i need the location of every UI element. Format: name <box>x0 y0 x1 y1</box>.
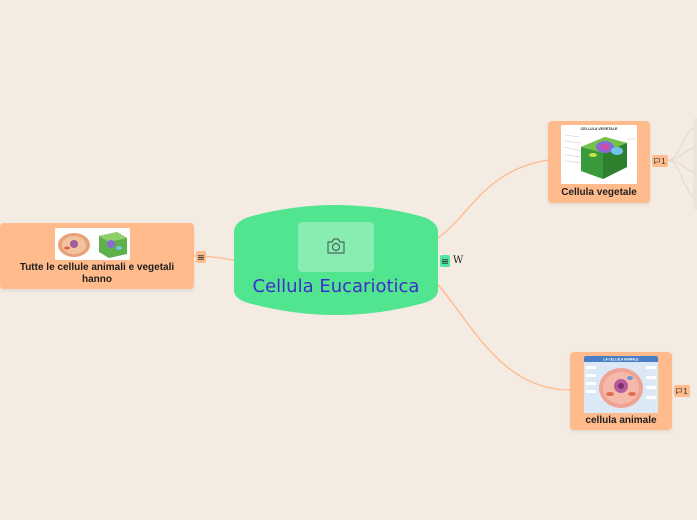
node-cellula-animale[interactable]: LA CELLULA ANIMALE cellula animale <box>570 352 672 430</box>
plant-cell-illustration: CELLULA VEGETALE <box>561 125 637 184</box>
notes-icon <box>442 258 448 264</box>
vegetale-comment-badge[interactable]: 1 <box>652 155 668 167</box>
comment-count: 1 <box>661 156 666 166</box>
camera-icon <box>327 238 345 254</box>
tutte-notes-badge[interactable] <box>196 251 206 263</box>
link-vegetale-offscreen-3 <box>667 159 697 175</box>
link-vegetale-offscreen-1 <box>667 125 697 161</box>
cells-comparison-image <box>55 228 130 260</box>
node-label: Cellula vegetale <box>561 187 637 198</box>
root-title: Cellula Eucariotica <box>252 276 420 297</box>
comment-count: 1 <box>683 386 688 396</box>
root-image-placeholder[interactable] <box>298 222 374 272</box>
link-vegetale-offscreen-4 <box>667 159 697 201</box>
plant-cell-caption: CELLULA VEGETALE <box>581 127 618 131</box>
notes-icon <box>198 254 204 260</box>
root-node[interactable]: Cellula Eucariotica <box>234 202 438 318</box>
wikipedia-icon[interactable]: W <box>453 255 464 266</box>
animal-cell-image: LA CELLULA ANIMALE <box>584 356 658 413</box>
animale-comment-badge[interactable]: 1 <box>674 385 690 397</box>
animal-cell-caption: LA CELLULA ANIMALE <box>603 357 638 361</box>
plant-cell-image: CELLULA VEGETALE <box>561 125 637 184</box>
comment-icon <box>654 158 661 164</box>
root-hexagon-shape <box>234 205 438 315</box>
node-cellula-vegetale[interactable]: CELLULA VEGETALE Cellula vegetale <box>548 121 650 203</box>
root-notes-badge[interactable] <box>440 255 450 267</box>
link-vegetale-offscreen-2 <box>667 145 697 161</box>
node-tutte-le-cellule[interactable]: Tutte le cellule animali e vegetali hann… <box>0 223 194 289</box>
animal-cell-illustration: LA CELLULA ANIMALE <box>584 356 658 413</box>
link-root-vegetale <box>437 159 549 239</box>
node-label: Tutte le cellule animali e vegetali hann… <box>19 262 175 285</box>
cells-comparison-illustration <box>55 228 130 260</box>
node-label: cellula animale <box>585 415 657 426</box>
offscreen-node-edge <box>693 118 697 210</box>
link-root-animale <box>437 284 571 391</box>
comment-icon <box>676 388 683 394</box>
